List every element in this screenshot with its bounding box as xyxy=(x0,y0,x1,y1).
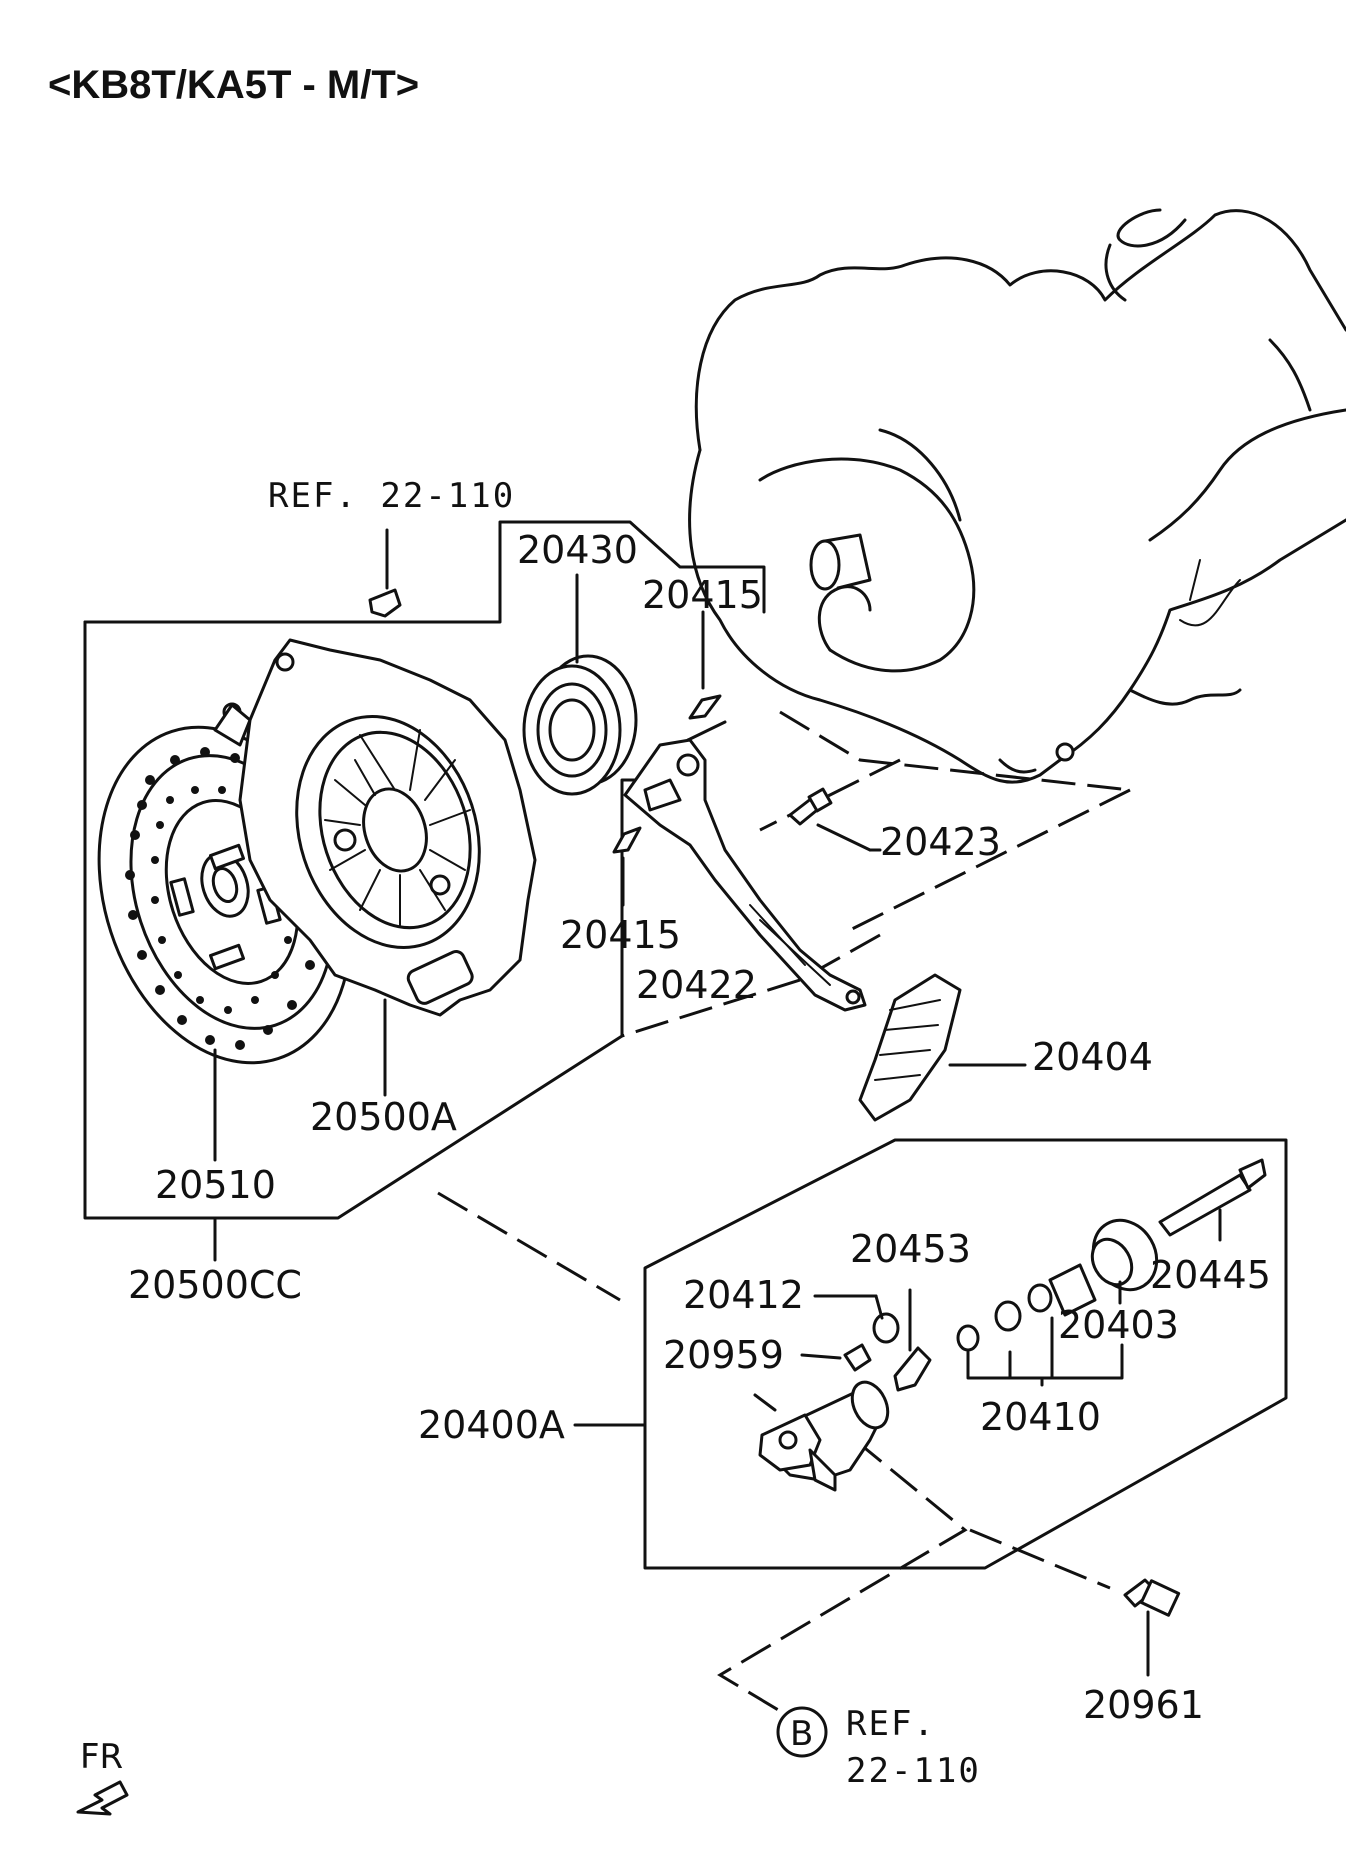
release-bearing xyxy=(522,654,638,796)
push-rod xyxy=(1158,1173,1252,1237)
front-arrow-icon xyxy=(76,1780,129,1816)
release-fork xyxy=(623,738,867,1012)
part-number-20959[interactable]: 20959 xyxy=(663,1333,784,1377)
spring-clip-upper xyxy=(688,694,722,720)
ref-bolt-top xyxy=(368,588,402,618)
part-number-20510[interactable]: 20510 xyxy=(155,1163,276,1207)
part-number-20423[interactable]: 20423 xyxy=(880,820,1001,864)
part-number-20410[interactable]: 20410 xyxy=(980,1395,1101,1439)
part-number-20500CC[interactable]: 20500CC xyxy=(128,1263,302,1307)
ref-marker-letter: B xyxy=(790,1714,813,1754)
part-number-20415-bottom[interactable]: 20415 xyxy=(560,913,681,957)
part-number-20961[interactable]: 20961 xyxy=(1083,1683,1204,1727)
part-number-20445[interactable]: 20445 xyxy=(1150,1253,1271,1297)
fork-boot xyxy=(858,973,962,1122)
part-number-20415-top[interactable]: 20415 xyxy=(642,573,763,617)
pressure-plate xyxy=(213,638,537,1017)
leader-lines xyxy=(213,528,1222,1677)
union-bolt xyxy=(1123,1578,1181,1617)
seal-ring xyxy=(956,1324,980,1352)
bleeder-screw xyxy=(843,1343,872,1372)
piston xyxy=(1027,1283,1053,1313)
slave-cylinder xyxy=(758,1380,890,1492)
ref-label-bottom-line1[interactable]: REF. xyxy=(846,1704,936,1744)
spring-clip-lower xyxy=(612,826,642,854)
ref-label-top[interactable]: REF. 22-110 xyxy=(268,476,515,516)
ref-marker-circle xyxy=(776,1706,828,1758)
part-number-20422[interactable]: 20422 xyxy=(636,963,757,1007)
transmission-housing xyxy=(688,208,1346,784)
diagram-title: <KB8T/KA5T - M/T> xyxy=(48,63,419,107)
bleeder-cap xyxy=(872,1312,900,1344)
orientation-label: FR xyxy=(80,1737,123,1777)
push-rod-boot-small xyxy=(893,1346,932,1392)
piston-cup xyxy=(994,1300,1022,1332)
part-number-20400A[interactable]: 20400A xyxy=(418,1403,565,1447)
part-number-20453[interactable]: 20453 xyxy=(850,1227,971,1271)
part-number-20403[interactable]: 20403 xyxy=(1058,1303,1179,1347)
pivot-bolt xyxy=(788,787,833,826)
part-number-20404[interactable]: 20404 xyxy=(1032,1035,1153,1079)
part-number-20430[interactable]: 20430 xyxy=(517,528,638,572)
part-number-20500A[interactable]: 20500A xyxy=(310,1095,457,1139)
ref-label-bottom-line2[interactable]: 22-110 xyxy=(846,1751,981,1791)
part-number-20412[interactable]: 20412 xyxy=(683,1273,804,1317)
spring xyxy=(1048,1263,1097,1317)
